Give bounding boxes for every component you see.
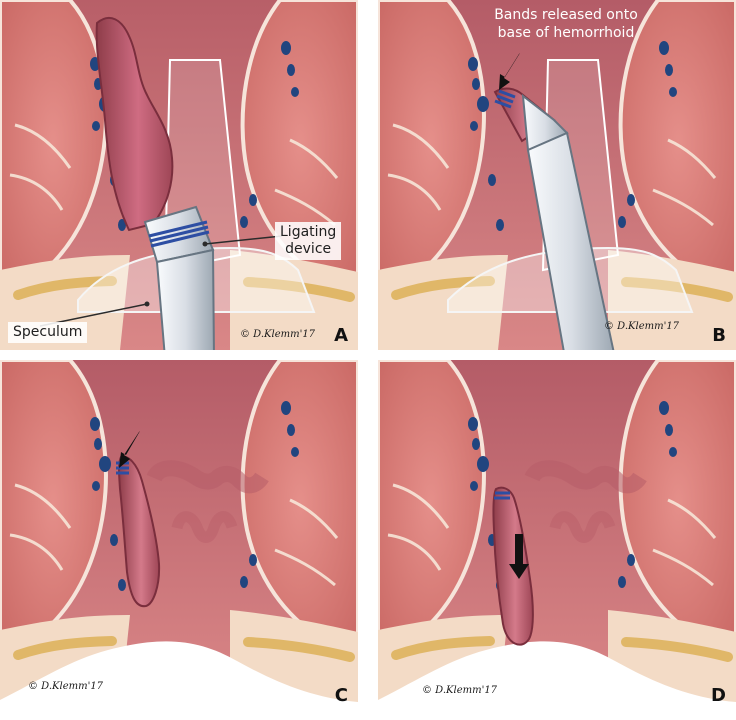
ligating-device-label-line2: device bbox=[285, 241, 332, 257]
ligating-device-label: Ligating device bbox=[275, 222, 342, 260]
panel-b-credit: © D.Klemm'17 bbox=[604, 321, 680, 332]
panel-c-credit: © D.Klemm'17 bbox=[28, 681, 104, 692]
panel-d-letter: D bbox=[711, 685, 726, 706]
panel-a-credit: © D.Klemm'17 bbox=[240, 329, 316, 340]
panel-d: © D.Klemm'17 D bbox=[378, 360, 736, 710]
panel-a-illustration bbox=[0, 0, 358, 350]
panel-b-illustration bbox=[378, 0, 736, 350]
bands-released-label: Bands released onto base of hemorrhoid bbox=[476, 6, 656, 42]
panel-b: © D.Klemm'17 B bbox=[378, 0, 736, 350]
panel-a-letter: A bbox=[334, 325, 348, 346]
panel-c-illustration bbox=[0, 360, 358, 710]
bands-released-label-line2: base of hemorrhoid bbox=[497, 25, 635, 41]
panel-d-credit: © D.Klemm'17 bbox=[422, 685, 498, 696]
panel-c-letter: C bbox=[334, 685, 348, 706]
ligating-device-label-line1: Ligating bbox=[280, 224, 337, 240]
panel-b-letter: B bbox=[712, 325, 726, 346]
panel-a: Speculum Ligating device © D.Klemm'17 A bbox=[0, 0, 358, 350]
panel-c: © D.Klemm'17 C bbox=[0, 360, 358, 710]
arrow-icon bbox=[499, 53, 520, 90]
speculum-label: Speculum bbox=[8, 322, 88, 343]
panel-d-illustration bbox=[378, 360, 736, 710]
bands-released-label-line1: Bands released onto bbox=[494, 7, 638, 23]
arrow-icon bbox=[119, 431, 140, 468]
arrow-icon bbox=[509, 534, 529, 579]
